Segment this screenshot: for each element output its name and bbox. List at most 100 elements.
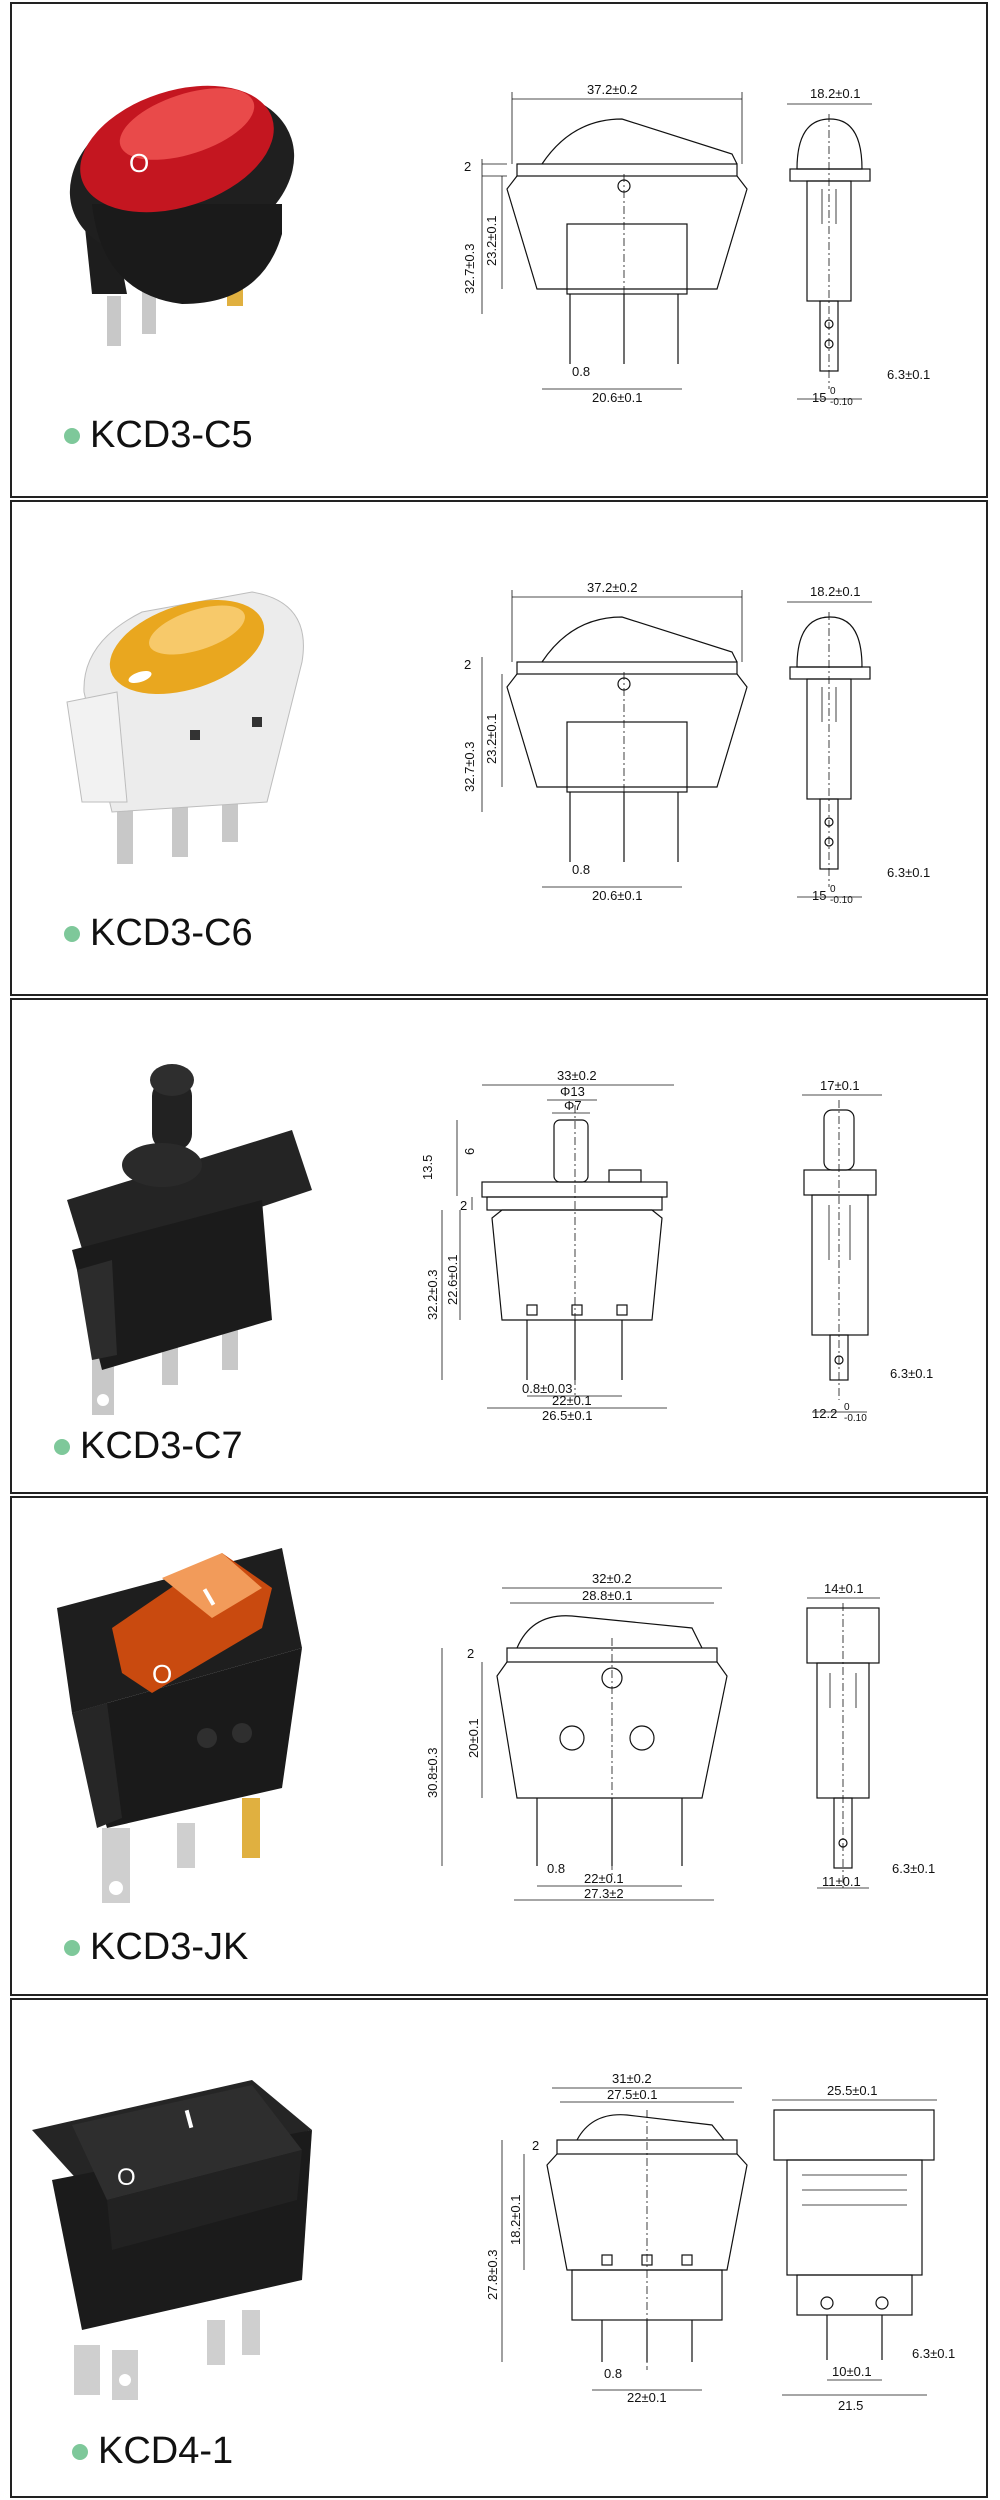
product-drawing: O 32±0.2 28.8±0.1 2 30.8±0.3 20±0.1 0.8 xyxy=(57,1548,935,1903)
dim-side-tol-upper: 0 xyxy=(830,386,836,397)
dim-bottom: 26.5±0.1 xyxy=(542,1408,593,1423)
bullet-dot-icon xyxy=(72,2443,88,2460)
off-symbol: O xyxy=(129,148,149,178)
dim-pin: 0.8±0.03 xyxy=(522,1381,573,1396)
product-panel-kcd4-1: O 31±0.2 27.5±0.1 2 27.8±0.3 18.2±0.1 0.… xyxy=(10,1998,988,2498)
dim-top: 31±0.2 xyxy=(612,2071,652,2086)
dim-side-bottom: 15 xyxy=(812,390,826,405)
dim-top: 33±0.2 xyxy=(557,1068,597,1083)
dim-inner: 27.5±0.1 xyxy=(607,2087,658,2102)
model-label: KCD3-C5 xyxy=(64,414,253,457)
dim-gap: 2 xyxy=(532,2138,539,2153)
switch-photo: O xyxy=(57,1548,302,1903)
product-panel-kcd3-jk: O 32±0.2 28.8±0.1 2 30.8±0.3 20±0.1 0.8 xyxy=(10,1496,988,1996)
dim-side-top: 18.2±0.1 xyxy=(810,584,861,599)
dim-side-bottom: 11±0.1 xyxy=(822,1874,861,1889)
model-name: KCD3-C6 xyxy=(90,912,253,954)
dim-height-body: 20±0.1 xyxy=(466,1718,481,1758)
switch-photo xyxy=(67,1064,312,1415)
dim-gap: 2 xyxy=(464,159,471,174)
bullet-dot-icon xyxy=(64,925,80,942)
dim-height-total: 32.2±0.3 xyxy=(425,1269,440,1320)
dim-pin-span: 20.6±0.1 xyxy=(592,390,643,405)
dim-pin-span: 22±0.1 xyxy=(627,2390,667,2405)
dim-side-pin: 6.3±0.1 xyxy=(887,367,930,382)
dim-pin-span: 22±0.1 xyxy=(584,1871,624,1886)
dim-side-tol-lower: -0.10 xyxy=(844,1413,867,1424)
dim-gap: 2 xyxy=(467,1646,474,1661)
bullet-dot-icon xyxy=(64,427,80,444)
dim-gap: 2 xyxy=(464,657,471,672)
side-view-drawing xyxy=(787,103,872,400)
dim-height-total: 32.7±0.3 xyxy=(462,741,477,792)
switch-photo: O xyxy=(32,2080,312,2400)
dim-pin-span: 22±0.1 xyxy=(552,1393,592,1408)
dim-side-tol-lower: -0.10 xyxy=(830,895,853,906)
dim-side-bottom: 12.2 xyxy=(812,1406,837,1421)
model-label: KCD4-1 xyxy=(72,2430,233,2473)
dim-side-tol-upper: 0 xyxy=(830,884,836,895)
dim-pin: 0.8 xyxy=(572,364,590,379)
product-panel-kcd3-c7: 33±0.2 Φ13 Φ7 13.5 6 2 32.2±0.3 22.6±0.1… xyxy=(10,998,988,1494)
model-label: KCD3-C6 xyxy=(64,912,253,955)
model-label: KCD3-C7 xyxy=(54,1425,243,1468)
dim-side-top: 14±0.1 xyxy=(824,1581,864,1596)
model-name: KCD3-C7 xyxy=(80,1425,243,1467)
dim-top: 32±0.2 xyxy=(592,1571,632,1586)
side-view-drawing xyxy=(802,1094,882,1413)
front-view-drawing xyxy=(481,92,748,390)
model-name: KCD4-1 xyxy=(98,2430,234,2472)
dim-height-body: 18.2±0.1 xyxy=(508,2194,523,2245)
dim-height-body: 23.2±0.1 xyxy=(484,215,499,266)
side-view-drawing xyxy=(787,601,872,898)
dim-diameter-inner: Φ7 xyxy=(564,1098,582,1113)
off-symbol: O xyxy=(117,2164,136,2191)
product-drawing: O 31±0.2 27.5±0.1 2 27.8±0.3 18.2±0.1 0.… xyxy=(32,2071,955,2413)
front-view-drawing xyxy=(501,2087,748,2391)
off-symbol: O xyxy=(152,1659,172,1689)
front-view-drawing xyxy=(441,1084,674,1409)
dim-bottom: 27.3±2 xyxy=(584,1886,624,1901)
dim-inner: 28.8±0.1 xyxy=(582,1588,633,1603)
dim-pin: 0.8 xyxy=(547,1861,565,1876)
side-view-drawing xyxy=(772,2099,937,2396)
bullet-dot-icon xyxy=(64,1939,80,1956)
product-panel-kcd3-c5: O 37.2±0.2 2 32.7±0.3 23.2±0.1 0.8 xyxy=(10,2,988,498)
front-view-drawing xyxy=(481,590,748,888)
dim-pin: 0.8 xyxy=(604,2366,622,2381)
model-name: KCD3-C5 xyxy=(90,414,253,456)
dim-side-pin: 6.3±0.1 xyxy=(912,2346,955,2361)
dim-side-tol-upper: 0 xyxy=(844,1402,850,1413)
dim-height-total: 32.7±0.3 xyxy=(462,243,477,294)
dim-pin-span: 20.6±0.1 xyxy=(592,888,643,903)
dim-height-body: 22.6±0.1 xyxy=(445,1254,460,1305)
dim-gap: 2 xyxy=(460,1198,467,1213)
dim-side-pin: 6.3±0.1 xyxy=(887,865,930,880)
dim-side-top: 18.2±0.1 xyxy=(810,86,861,101)
product-drawing: 33±0.2 Φ13 Φ7 13.5 6 2 32.2±0.3 22.6±0.1… xyxy=(67,1064,933,1424)
dim-side-pin: 6.3±0.1 xyxy=(890,1366,933,1381)
dim-side-tol-lower: -0.10 xyxy=(830,397,853,408)
dim-side-mid: 10±0.1 xyxy=(832,2364,872,2379)
dim-height-total: 27.8±0.3 xyxy=(485,2249,500,2300)
product-panel-kcd3-c6: 37.2±0.2 2 32.7±0.3 23.2±0.1 0.8 20.6±0.… xyxy=(10,500,988,996)
dim-height-body: 23.2±0.1 xyxy=(484,713,499,764)
dim-side-top: 25.5±0.1 xyxy=(827,2083,878,2098)
dim-side-top: 17±0.1 xyxy=(820,1078,860,1093)
dim-side-bottom: 21.5 xyxy=(838,2398,863,2413)
dim-height-total: 30.8±0.3 xyxy=(425,1747,440,1798)
model-name: KCD3-JK xyxy=(90,1926,249,1968)
product-drawing: 37.2±0.2 2 32.7±0.3 23.2±0.1 0.8 20.6±0.… xyxy=(66,580,930,906)
side-view-drawing xyxy=(806,1597,880,1889)
dim-side-bottom: 15 xyxy=(812,888,826,903)
dim-diameter-outer: Φ13 xyxy=(560,1084,585,1099)
front-view-drawing xyxy=(441,1587,728,1901)
dim-top: 37.2±0.2 xyxy=(587,82,638,97)
dim-side-pin: 6.3±0.1 xyxy=(892,1861,935,1876)
product-drawing: O 37.2±0.2 2 32.7±0.3 23.2±0.1 0.8 xyxy=(69,63,930,408)
dim-cap-inner: 6 xyxy=(462,1148,477,1155)
switch-photo xyxy=(66,591,304,864)
dim-pin: 0.8 xyxy=(572,862,590,877)
model-label: KCD3-JK xyxy=(64,1926,248,1969)
bullet-dot-icon xyxy=(54,1438,70,1455)
